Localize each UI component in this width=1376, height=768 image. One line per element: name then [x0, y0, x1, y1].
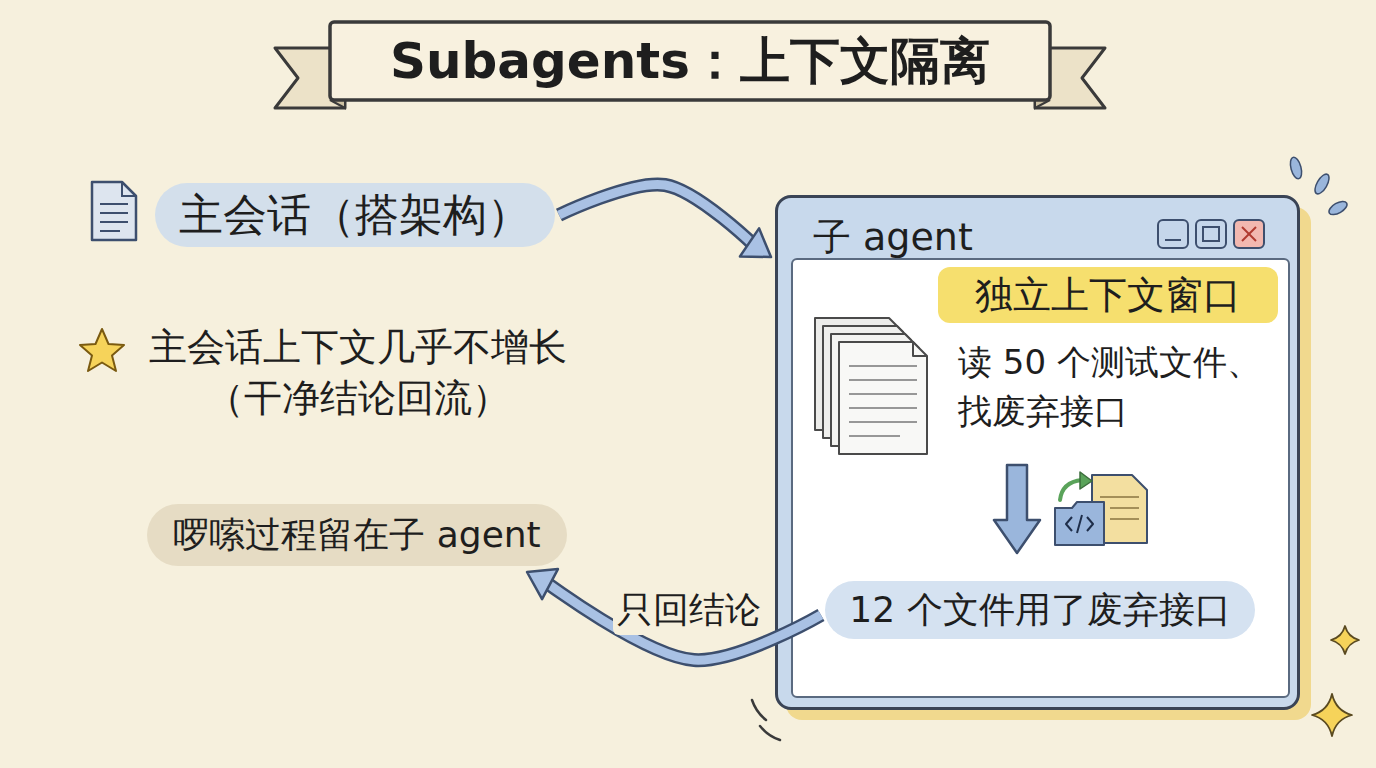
note-text: 主会话上下文几乎不增长 （干净结论回流） — [138, 322, 578, 425]
session-pill: 主会话（搭架构） — [155, 183, 555, 247]
window-title: 子 agent — [813, 210, 973, 265]
code-folder-icon — [1055, 472, 1147, 545]
document-icon — [92, 182, 136, 240]
window-shadow — [786, 207, 1311, 720]
flow-arrow — [559, 184, 771, 257]
highlight-tag: 独立上下文窗口 — [938, 267, 1278, 323]
paper-stack — [815, 318, 927, 454]
subagent-window: 子 agent 读 50 个测试文件、找废弃接口 独立上下文窗口 12 个文件用了废弃… — [775, 195, 1300, 710]
arrow-head — [527, 569, 558, 599]
task-text: 读 50 个测试文件、找废弃接口 — [958, 338, 1278, 437]
box-label: 主会话（搭架构） — [179, 183, 531, 247]
arrow-head — [740, 228, 771, 257]
box-label: 独立上下文窗口 — [975, 267, 1241, 323]
down-arrow — [994, 465, 1040, 553]
window-buttons — [1158, 220, 1264, 248]
result-pill: 12 个文件用了废弃接口 — [825, 581, 1255, 639]
sparkle-icon — [1312, 626, 1359, 736]
arrow-outline — [545, 581, 821, 660]
arrow-body — [545, 581, 821, 660]
arrow-outline — [559, 184, 754, 245]
box-label: 12 个文件用了废弃接口 — [849, 581, 1230, 639]
motion-lines — [752, 700, 780, 740]
flow-arrow — [527, 569, 821, 660]
title-text: Subagents：上下文隔离 — [390, 28, 990, 95]
note-pill: 啰嗦过程留在子 agent — [147, 504, 567, 566]
box-label: 啰嗦过程留在子 agent — [173, 504, 540, 566]
edge-label: 只回结论 — [613, 586, 765, 635]
star-icon — [80, 329, 124, 371]
arrow-body — [559, 184, 754, 245]
title-ribbon — [275, 22, 1105, 108]
